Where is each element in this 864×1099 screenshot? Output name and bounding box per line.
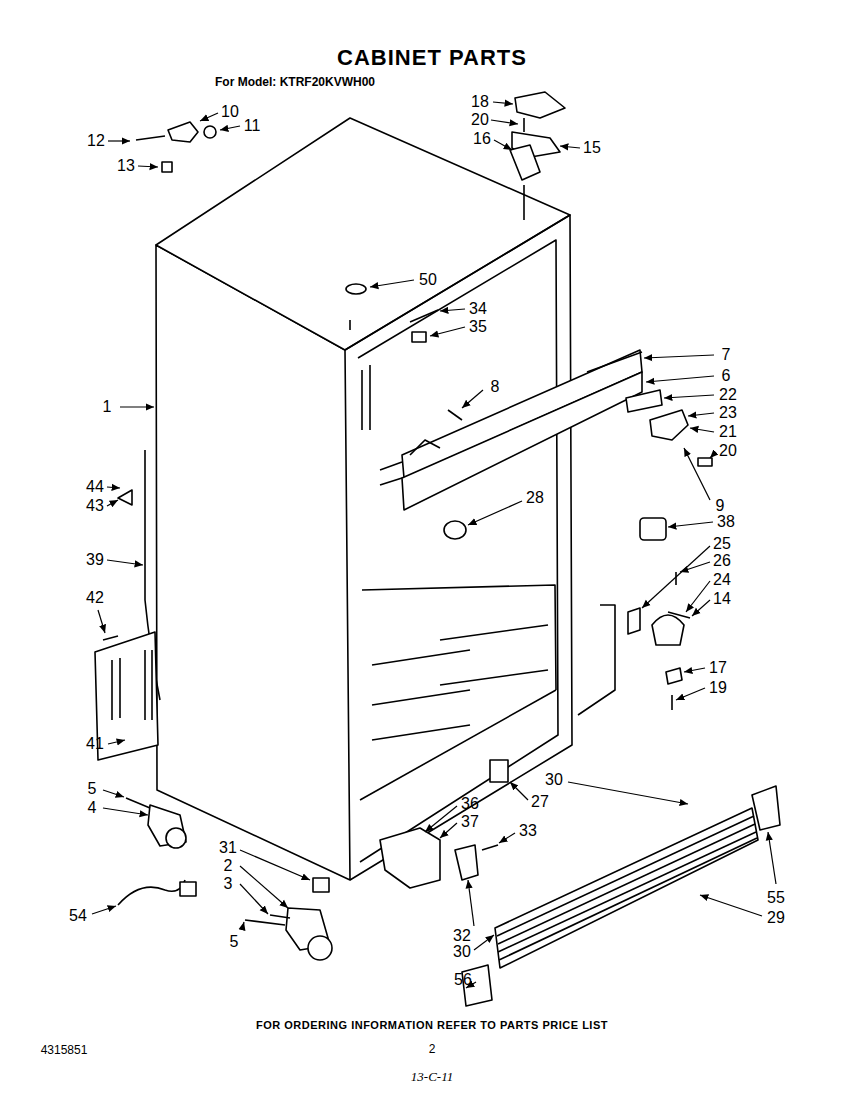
footer-note: FOR ORDERING INFORMATION REFER TO PARTS …	[256, 1020, 608, 1031]
callout-number: 19	[709, 680, 727, 696]
callout-number: 14	[713, 591, 731, 607]
callout-number: 13	[117, 158, 135, 174]
callout-number: 20	[471, 112, 489, 128]
callout-number: 43	[86, 498, 104, 514]
callout-number: 8	[491, 379, 500, 395]
callout-number: 5	[230, 934, 239, 950]
callout-number: 38	[717, 514, 735, 530]
callout-number: 36	[461, 796, 479, 812]
diagram-title: CABINET PARTS	[337, 47, 527, 69]
callout-number: 33	[519, 823, 537, 839]
callout-number: 31	[219, 840, 237, 856]
callout-number: 24	[713, 572, 731, 588]
callout-number: 23	[719, 405, 737, 421]
callout-number: 42	[86, 590, 104, 606]
callout-number: 50	[419, 272, 437, 288]
handwritten-note: 13-C-11	[411, 1070, 453, 1083]
callout-number: 18	[471, 94, 489, 110]
callout-number: 1	[103, 399, 112, 415]
callout-number: 10	[221, 104, 239, 120]
callout-number: 7	[722, 347, 731, 363]
callout-number: 4	[88, 800, 97, 816]
callout-number: 17	[709, 660, 727, 676]
callout-number: 3	[224, 876, 233, 892]
callout-number: 6	[722, 368, 731, 384]
callout-number: 41	[86, 736, 104, 752]
callout-number: 37	[461, 814, 479, 830]
callout-number: 11	[244, 118, 261, 134]
callout-number: 27	[531, 794, 549, 810]
callout-number: 30	[545, 772, 563, 788]
callout-number: 5	[88, 781, 97, 797]
callout-number: 28	[526, 490, 544, 506]
callout-number: 21	[719, 424, 737, 440]
callout-number: 12	[87, 133, 105, 149]
callout-number: 15	[583, 140, 601, 156]
callout-number: 32	[453, 928, 471, 944]
callout-number: 55	[767, 890, 785, 906]
callout-number: 56	[454, 972, 472, 988]
callout-number: 25	[713, 536, 731, 552]
callout-number: 2	[224, 858, 233, 874]
document-number: 4315851	[41, 1044, 88, 1056]
callout-number: 34	[469, 301, 487, 317]
callout-number: 39	[86, 552, 104, 568]
callout-number: 26	[713, 553, 731, 569]
callout-number: 16	[473, 131, 491, 147]
model-label: For Model: KTRF20KVWH00	[215, 76, 375, 88]
callout-number: 20	[719, 443, 737, 459]
callout-number: 29	[767, 910, 785, 926]
callout-number: 22	[719, 387, 737, 403]
page-number: 2	[429, 1043, 436, 1055]
callout-number: 35	[469, 319, 487, 335]
callout-number: 30	[453, 944, 471, 960]
callout-number: 54	[69, 908, 87, 924]
callout-number: 9	[716, 498, 725, 514]
callout-number: 44	[86, 479, 104, 495]
